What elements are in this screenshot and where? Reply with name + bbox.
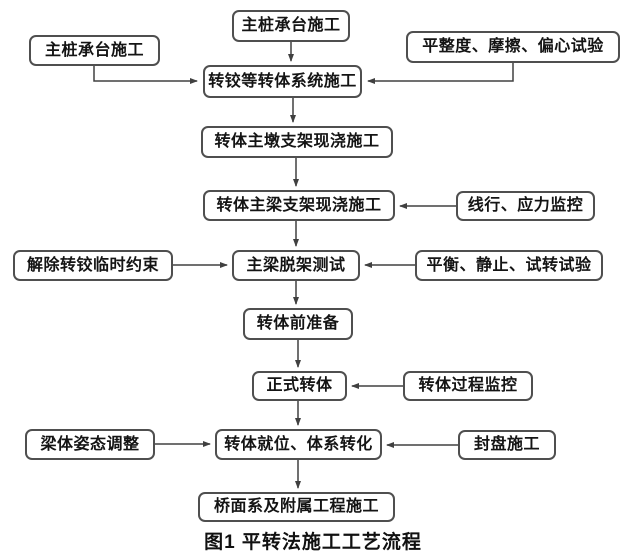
node-pile-cap-top: 主桩承台施工 [232,10,350,42]
node-hinge-system: 转铰等转体系统施工 [203,65,362,98]
node-attitude-adjust: 梁体姿态调整 [25,429,155,460]
node-pre-rotation-prep: 转体前准备 [243,308,353,340]
arrow-tests-to-hinge [367,63,514,84]
node-positioning-convert: 转体就位、体系转化 [215,429,382,460]
node-official-rotation: 正式转体 [252,371,347,401]
node-deck-attachment: 桥面系及附属工程施工 [198,492,395,522]
node-release-restraint: 解除转铰临时约束 [13,250,173,281]
node-process-monitoring: 转体过程监控 [403,371,533,401]
node-pier-cast: 转体主墩支架现浇施工 [201,126,393,158]
node-balance-tests: 平衡、静止、试转试验 [415,250,603,281]
node-girder-detach-test: 主梁脱架测试 [232,250,360,281]
figure-caption: 图1 平转法施工工艺流程 [204,532,422,553]
node-sealing-works: 封盘施工 [458,430,556,460]
node-girder-cast: 转体主梁支架现浇施工 [203,190,395,221]
node-tests-right: 平整度、摩擦、偏心试验 [406,31,620,63]
arrow-pilecapleft-to-hinge [93,65,198,84]
node-pile-cap-left: 主桩承台施工 [29,35,160,66]
node-line-stress-monitor: 线行、应力监控 [456,191,595,221]
